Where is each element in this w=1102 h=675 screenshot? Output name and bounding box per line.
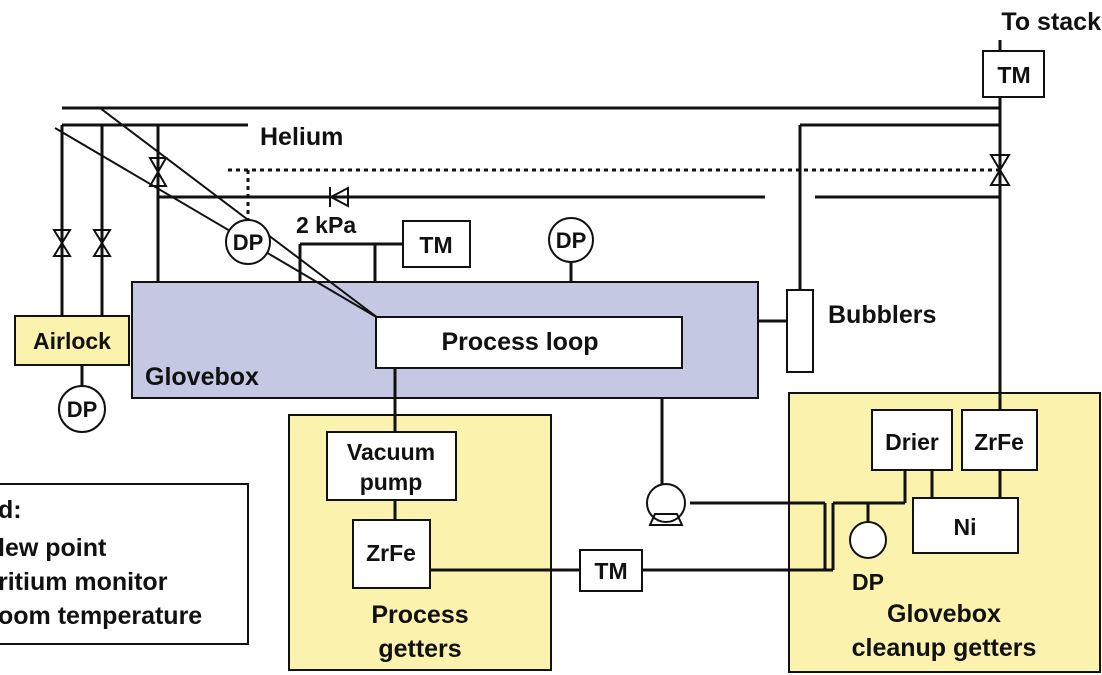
- dp-gauge-airlock-label: DP: [67, 397, 98, 422]
- cleanup-getters-label-2: cleanup getters: [852, 634, 1037, 662]
- stack-tm-box: [982, 50, 1045, 98]
- helium-label: Helium: [260, 123, 343, 151]
- cleanup-zrfe-box: [961, 409, 1038, 471]
- dp-gauge-airlock: DP: [58, 365, 106, 433]
- legend-item: ritium monitor: [0, 568, 168, 596]
- dp-gauge-glovebox-label: DP: [556, 228, 587, 253]
- check-valve-icon: [328, 186, 349, 208]
- airlock-label: Airlock: [33, 328, 111, 354]
- legend-item: lew point: [0, 534, 107, 562]
- dp-gauge-helium-label: DP: [233, 230, 264, 255]
- glovebox-tm-label: TM: [419, 232, 452, 258]
- cleanup-dp-label: DP: [852, 569, 884, 595]
- process-getters-label-1: Process: [371, 601, 468, 629]
- glovebox-label: Glovebox: [145, 363, 259, 391]
- middle-tm-label: TM: [594, 558, 627, 584]
- glovebox-tm-box: [402, 220, 471, 268]
- process-zrfe-box: [352, 519, 431, 589]
- valve-helium: [148, 157, 168, 187]
- dp-gauge-helium: DP: [225, 219, 271, 265]
- dp-gauge-glovebox: DP: [548, 217, 594, 263]
- process-loop-box: [375, 316, 683, 369]
- vacuum-pump-box: [326, 431, 457, 501]
- dp-gauge-cleanup: [849, 521, 887, 559]
- legend-title: d:: [0, 496, 22, 524]
- bubblers-box: [786, 289, 814, 373]
- to-stack-label: To stack: [1001, 8, 1101, 36]
- bubblers-label: Bubblers: [828, 301, 936, 329]
- stack-tm-label: TM: [997, 62, 1030, 88]
- cleanup-getters-label-1: Glovebox: [887, 600, 1001, 628]
- valve-stack: [989, 154, 1011, 186]
- ni-label: Ni: [954, 514, 977, 540]
- ni-box: [912, 497, 1019, 554]
- drier-label: Drier: [885, 429, 939, 455]
- process-getters-label-2: getters: [378, 635, 461, 663]
- vacuum-pump-label-1: Vacuum: [347, 439, 435, 465]
- process-loop-label: Process loop: [442, 328, 599, 356]
- middle-tm-box: [579, 549, 643, 592]
- valve-airlock-right: [92, 229, 112, 257]
- legend: d: lew point ritium monitor oom temperat…: [0, 483, 249, 645]
- drier-box: [871, 409, 953, 471]
- valve-airlock-left: [52, 229, 72, 257]
- airlock-box: [14, 315, 130, 366]
- vacuum-pump-label-2: pump: [360, 469, 423, 495]
- legend-item: oom temperature: [0, 602, 202, 630]
- cleanup-zrfe-label: ZrFe: [974, 429, 1024, 455]
- pressure-label: 2 kPa: [296, 212, 356, 238]
- process-zrfe-label: ZrFe: [366, 540, 416, 566]
- pump-icon: [646, 483, 686, 526]
